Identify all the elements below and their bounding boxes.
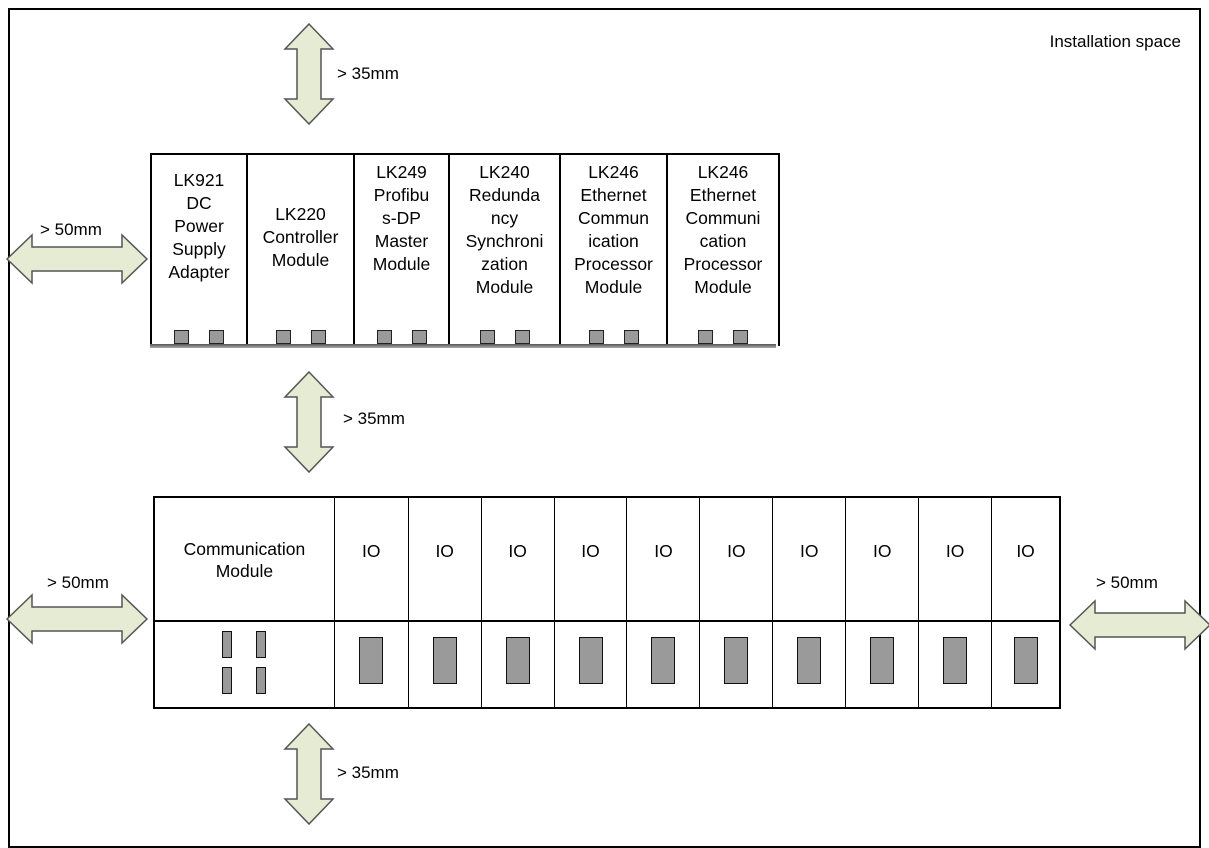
io-connector-icon <box>1013 637 1038 684</box>
port-icon <box>310 330 326 344</box>
module-label: LK246 Ethernet Commun ication Processor … <box>574 162 653 297</box>
io-module: IO <box>482 498 555 707</box>
io-connector-icon <box>724 637 749 684</box>
io-label: IO <box>581 541 600 561</box>
port-icon <box>733 330 748 344</box>
port-icon <box>222 667 232 694</box>
io-module: IO <box>335 498 409 707</box>
installation-space-label: Installation space <box>1049 32 1181 51</box>
module-lk240: LK240 Redunda ncy Synchroni zation Modul… <box>450 155 561 346</box>
io-connector-icon <box>797 637 822 684</box>
port-icon <box>514 330 530 344</box>
io-connector-icon <box>651 637 676 684</box>
middle-vertical-arrow <box>284 371 334 473</box>
io-module: IO <box>627 498 701 707</box>
right-bottom-distance-label: > 50mm <box>1096 573 1158 592</box>
right-bottom-horizontal-arrow <box>1069 600 1209 650</box>
module-lk220: LK220 Controller Module <box>248 155 355 346</box>
left-bottom-horizontal-arrow <box>6 594 148 644</box>
port-icon <box>588 330 604 344</box>
module-lk921: LK921 DC Power Supply Adapter <box>152 155 248 346</box>
io-connector-icon <box>359 637 384 684</box>
port-icon <box>209 330 224 344</box>
module-label: Communication Module <box>183 539 306 581</box>
middle-distance-label: > 35mm <box>343 409 405 428</box>
io-label: IO <box>800 541 819 561</box>
module-label: LK921 DC Power Supply Adapter <box>168 170 230 282</box>
bottom-distance-label: > 35mm <box>337 763 399 782</box>
io-module: IO <box>992 498 1059 707</box>
module-lk249: LK249 Profibu s-DP Master Module <box>355 155 450 346</box>
io-label: IO <box>508 541 527 561</box>
module-label: LK249 Profibu s-DP Master Module <box>372 162 431 274</box>
io-label: IO <box>727 541 746 561</box>
port-icon <box>698 330 713 344</box>
module-lk246-b: LK246 Ethernet Communi cation Processor … <box>668 155 778 346</box>
left-bottom-distance-label: > 50mm <box>47 573 109 592</box>
left-top-horizontal-arrow <box>6 234 148 284</box>
io-connector-icon <box>870 637 895 684</box>
port-icon <box>256 667 266 694</box>
module-label: LK246 Ethernet Communi cation Processor … <box>683 162 763 297</box>
io-connector-icon <box>505 637 530 684</box>
io-module: IO <box>919 498 993 707</box>
io-module: IO <box>773 498 847 707</box>
port-icon <box>479 330 495 344</box>
din-rail <box>150 344 776 348</box>
port-icon <box>256 631 266 658</box>
io-module: IO <box>555 498 628 707</box>
io-connector-icon <box>432 637 457 684</box>
io-label: IO <box>1016 541 1035 561</box>
io-module: IO <box>409 498 482 707</box>
port-icon <box>275 330 291 344</box>
module-label: LK220 Controller Module <box>262 204 339 270</box>
port-icon <box>376 330 392 344</box>
bottom-vertical-arrow <box>284 723 334 825</box>
io-connector-icon <box>578 637 603 684</box>
io-rack: Communication Module IO IO IO IO IO IO I… <box>153 496 1061 709</box>
io-label: IO <box>435 541 454 561</box>
io-module: IO <box>700 498 774 707</box>
communication-module: Communication Module <box>155 498 335 707</box>
port-icon <box>623 330 639 344</box>
io-label: IO <box>872 541 892 561</box>
io-module: IO <box>846 498 920 707</box>
port-icon <box>174 330 189 344</box>
io-label: IO <box>945 541 965 561</box>
io-label: IO <box>654 541 673 561</box>
io-label: IO <box>362 541 381 561</box>
left-top-distance-label: > 50mm <box>40 220 102 239</box>
io-connector-icon <box>943 637 968 684</box>
top-vertical-arrow <box>284 23 334 125</box>
module-label: LK240 Redunda ncy Synchroni zation Modul… <box>465 162 544 297</box>
controller-rack: LK921 DC Power Supply Adapter LK220 Cont… <box>150 153 780 346</box>
top-distance-label: > 35mm <box>337 64 399 83</box>
port-icon <box>411 330 427 344</box>
module-lk246-a: LK246 Ethernet Commun ication Processor … <box>561 155 668 346</box>
port-icon <box>222 631 232 658</box>
